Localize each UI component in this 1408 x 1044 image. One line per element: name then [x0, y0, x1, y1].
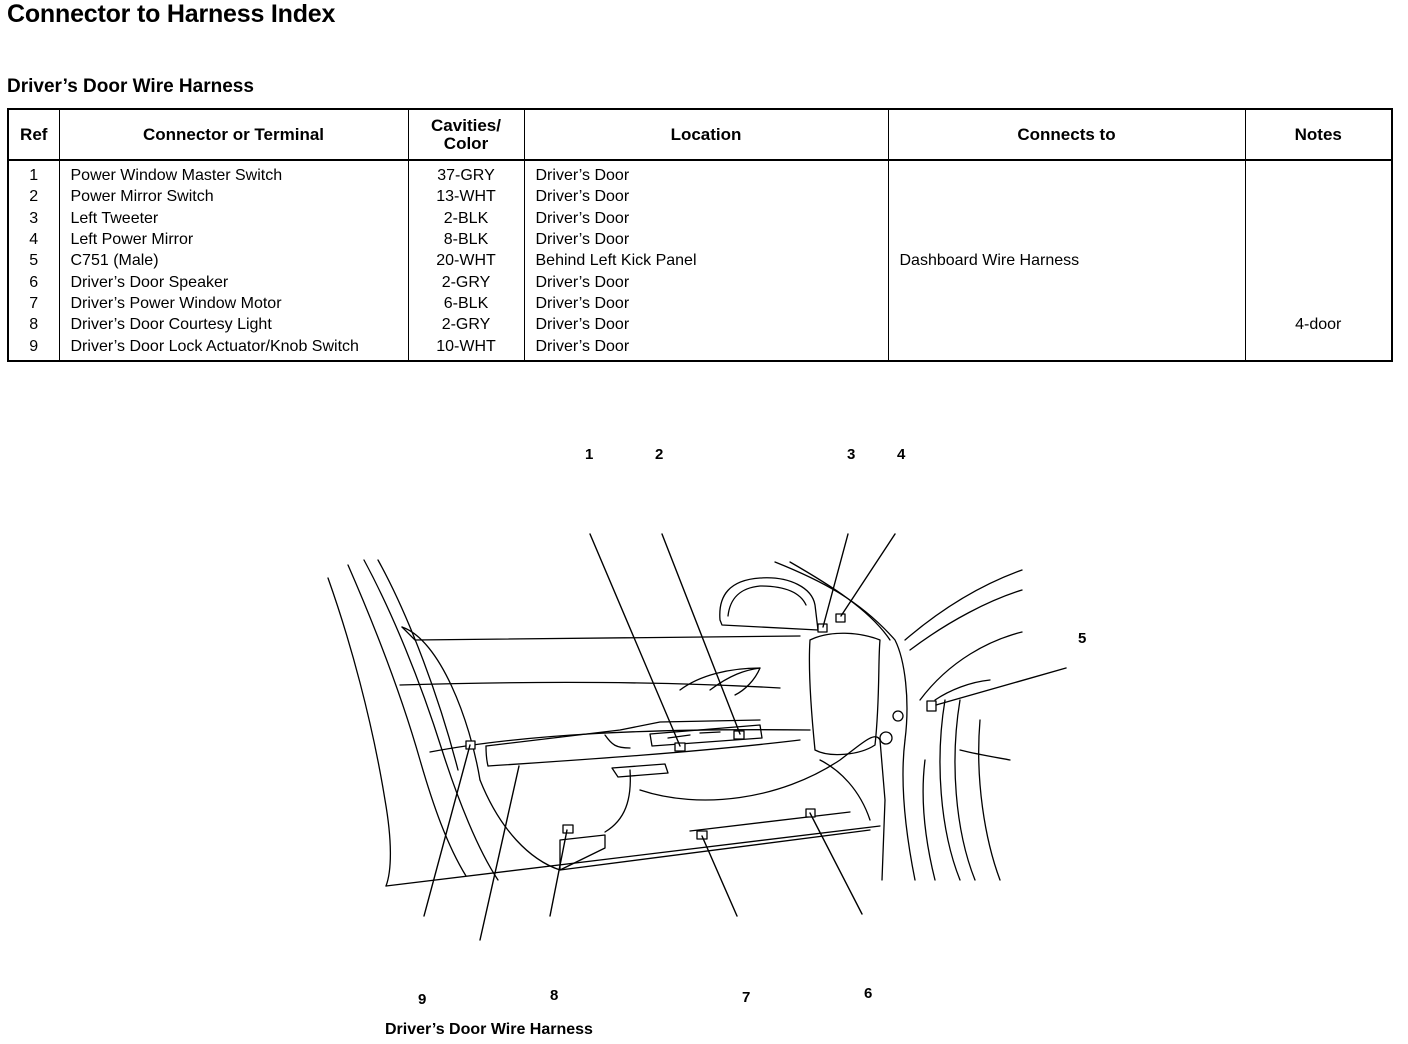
cell-location: Behind Left Kick Panel — [523, 250, 889, 272]
cell-location: Driver’s Door — [523, 160, 889, 187]
cell-connector: Driver’s Door Speaker — [58, 271, 409, 293]
cell-cavities: 8-BLK — [407, 228, 525, 251]
header-cavities: Cavities/ Color — [407, 108, 525, 161]
cell-notes: 4-door — [1244, 314, 1393, 336]
cell-connector: Driver’s Door Lock Actuator/Knob Switch — [58, 335, 409, 361]
cell-notes — [1244, 250, 1393, 272]
cell-ref: 3 — [7, 207, 60, 229]
connector-index-table: Ref Connector or Terminal Cavities/ Colo… — [7, 108, 1393, 362]
cell-connector: Driver’s Power Window Motor — [58, 292, 409, 315]
cell-connects-to — [887, 228, 1246, 251]
callout-7: 7 — [742, 989, 751, 1006]
callout-5: 5 — [1078, 630, 1087, 647]
callout-2: 2 — [655, 446, 664, 463]
callout-3: 3 — [847, 446, 856, 463]
cell-location: Driver’s Door — [523, 207, 889, 229]
cell-notes — [1244, 271, 1393, 293]
cell-cavities: 10-WHT — [407, 335, 525, 361]
header-cavities-line2: Color — [443, 133, 489, 153]
body-outline-left — [327, 559, 499, 887]
table-header-row: Ref Connector or Terminal Cavities/ Colo… — [7, 108, 1393, 161]
door-harness-diagram — [327, 533, 1067, 941]
cell-connects-to — [887, 186, 1246, 208]
cell-connects-to — [887, 160, 1246, 187]
table-row: 3 Left Tweeter 2-BLK Driver’s Door — [7, 207, 1393, 229]
cell-cavities: 20-WHT — [407, 250, 525, 272]
cell-connects-to: Dashboard Wire Harness — [887, 250, 1246, 272]
cell-ref: 6 — [7, 271, 60, 293]
cell-notes — [1244, 228, 1393, 251]
body-outline-right — [879, 569, 1023, 881]
cell-location: Driver’s Door — [523, 186, 889, 208]
cell-ref: 8 — [7, 314, 60, 336]
cell-notes — [1244, 186, 1393, 208]
table-row: 9 Driver’s Door Lock Actuator/Knob Switc… — [7, 335, 1393, 361]
cell-connector: Power Mirror Switch — [58, 186, 409, 208]
cell-connects-to — [887, 207, 1246, 229]
header-ref: Ref — [7, 108, 60, 161]
cell-location: Driver’s Door — [523, 228, 889, 251]
cell-ref: 9 — [7, 335, 60, 361]
table-row: 4 Left Power Mirror 8-BLK Driver’s Door — [7, 228, 1393, 251]
cell-location: Driver’s Door — [523, 335, 889, 361]
door-panel — [385, 626, 881, 887]
callout-4: 4 — [897, 446, 906, 463]
cell-ref: 4 — [7, 228, 60, 251]
header-notes: Notes — [1244, 108, 1393, 161]
cell-connector: Driver’s Door Courtesy Light — [58, 314, 409, 336]
cell-ref: 1 — [7, 160, 60, 187]
cell-cavities: 2-BLK — [407, 207, 525, 229]
cell-notes — [1244, 207, 1393, 229]
callout-9: 9 — [418, 991, 427, 1008]
cell-location: Driver’s Door — [523, 271, 889, 293]
side-mirror — [719, 577, 819, 631]
table-row: 5 C751 (Male) 20-WHT Behind Left Kick Pa… — [7, 250, 1393, 272]
table-row: 8 Driver’s Door Courtesy Light 2-GRY Dri… — [7, 314, 1393, 336]
cell-connector: Power Window Master Switch — [58, 160, 409, 187]
cell-connects-to — [887, 271, 1246, 293]
table-row: 7 Driver’s Power Window Motor 6-BLK Driv… — [7, 292, 1393, 315]
callout-8: 8 — [550, 987, 559, 1004]
connector-markers — [465, 613, 937, 840]
cell-notes — [1244, 335, 1393, 361]
cell-cavities: 37-GRY — [407, 160, 525, 187]
page-title: Connector to Harness Index — [7, 0, 336, 28]
cell-cavities: 2-GRY — [407, 271, 525, 293]
header-location: Location — [523, 108, 889, 161]
diagram-caption: Driver’s Door Wire Harness — [385, 1021, 593, 1038]
cell-notes — [1244, 292, 1393, 315]
cell-connector: Left Power Mirror — [58, 228, 409, 251]
leader-lines — [423, 533, 1067, 941]
callout-6: 6 — [864, 985, 873, 1002]
cell-ref: 7 — [7, 292, 60, 315]
cell-location: Driver’s Door — [523, 314, 889, 336]
cell-connects-to — [887, 314, 1246, 336]
table-row: 2 Power Mirror Switch 13-WHT Driver’s Do… — [7, 186, 1393, 208]
cell-notes — [1244, 160, 1393, 187]
cell-cavities: 2-GRY — [407, 314, 525, 336]
section-title: Driver’s Door Wire Harness — [7, 76, 254, 97]
cell-ref: 5 — [7, 250, 60, 272]
cell-location: Driver’s Door — [523, 292, 889, 315]
header-connector: Connector or Terminal — [58, 108, 409, 161]
cell-connects-to — [887, 335, 1246, 361]
table-row: 1 Power Window Master Switch 37-GRY Driv… — [7, 160, 1393, 187]
header-cavities-line1: Cavities/ — [431, 115, 501, 135]
header-connects-to: Connects to — [887, 108, 1246, 161]
cell-connects-to — [887, 292, 1246, 315]
window-frame — [774, 561, 908, 881]
cell-connector: Left Tweeter — [58, 207, 409, 229]
callout-1: 1 — [585, 446, 594, 463]
cell-ref: 2 — [7, 186, 60, 208]
cell-cavities: 6-BLK — [407, 292, 525, 315]
cell-cavities: 13-WHT — [407, 186, 525, 208]
table-row: 6 Driver’s Door Speaker 2-GRY Driver’s D… — [7, 271, 1393, 293]
cell-connector: C751 (Male) — [58, 250, 409, 272]
